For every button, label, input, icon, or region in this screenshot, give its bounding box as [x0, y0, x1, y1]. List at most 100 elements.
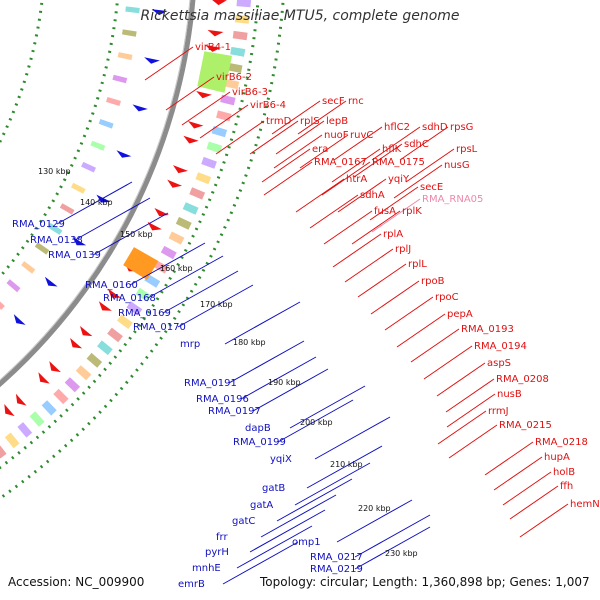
gene-forward-arrow: [38, 372, 50, 384]
leader-line-right: [215, 120, 265, 155]
gene-forward-arrow: [147, 221, 162, 231]
feature-box: [126, 301, 143, 316]
feature-box: [211, 126, 228, 138]
gene-label-left: RMA_0199: [233, 437, 286, 448]
gene-label-right: secE: [420, 182, 443, 193]
gene-label-right: RMA_RNA05: [422, 194, 483, 205]
gene-label-right: nusG: [444, 160, 470, 171]
leader-line-right: [445, 378, 495, 413]
feature-box: [59, 203, 75, 215]
feature-box: [97, 340, 113, 356]
leader-line-right: [519, 503, 569, 538]
leader-line-right: [396, 313, 446, 348]
gene-reverse-arrow: [44, 276, 58, 287]
leader-line-right: [448, 424, 498, 459]
gene-label-left: RMA_0217: [310, 552, 363, 563]
leader-line-right: [299, 134, 349, 169]
leader-line-left: [147, 255, 224, 299]
feature-box: [17, 422, 33, 438]
feature-box: [34, 242, 50, 255]
gene-label-right: RMA_0167: [314, 157, 367, 168]
feature-box: [29, 411, 45, 427]
gene-label-right: hflC2: [384, 122, 410, 133]
gene-label-right: aspS: [487, 358, 511, 369]
leader-line-left: [228, 340, 305, 384]
leader-line-left: [56, 181, 133, 225]
feature-box: [168, 231, 185, 245]
gene-forward-arrow: [4, 404, 15, 417]
feature-box: [206, 141, 223, 154]
leader-line-right: [273, 134, 323, 169]
gene-label-left: RMA_0139: [48, 250, 101, 261]
feature-box: [220, 94, 236, 106]
large-gene-box: [123, 247, 159, 280]
gene-label-left: RMA_0170: [133, 322, 186, 333]
gene-forward-arrow: [205, 45, 222, 52]
leader-line-right: [199, 104, 249, 139]
leader-line-right: [344, 248, 394, 283]
scale-label: 230 kbp: [385, 549, 418, 558]
scale-label: 160 kbp: [160, 264, 193, 273]
gene-forward-arrow: [173, 165, 188, 174]
accession-text: Accession: NC_009900: [8, 575, 145, 589]
gene-forward-arrow: [15, 393, 27, 406]
gene-label-right: rpsG: [450, 122, 473, 133]
scale-label: 190 kbp: [268, 378, 301, 387]
gene-label-right: hemN: [570, 499, 600, 510]
leader-line-left: [336, 499, 413, 543]
gene-label-left: pyrH: [205, 547, 229, 558]
gene-label-right: rplK: [402, 206, 422, 217]
gene-label-right: RMA_0193: [461, 324, 514, 335]
leader-line-right: [165, 76, 215, 111]
gene-forward-arrow: [70, 338, 83, 349]
feature-box: [230, 46, 246, 57]
gene-label-right: nuoF: [324, 130, 349, 141]
backbone-highlight: [0, 0, 191, 381]
leader-line-right: [410, 328, 460, 363]
gene-reverse-arrow: [144, 57, 160, 64]
feature-box: [4, 432, 20, 449]
leader-line-left: [306, 445, 383, 489]
topology-text: Topology: circular; Length: 1,360,898 bp…: [260, 575, 590, 589]
scale-label: 200 kbp: [300, 418, 333, 427]
feature-box: [64, 377, 81, 393]
feature-box: [232, 30, 248, 41]
feature-box: [75, 365, 92, 381]
leader-line-left: [224, 301, 301, 345]
feature-box: [41, 400, 57, 416]
gene-label-right: era: [312, 144, 328, 155]
leader-line-right: [144, 46, 194, 81]
gene-label-right: rplS: [300, 116, 320, 127]
feature-box: [90, 140, 106, 151]
gene-label-right: RMA_0218: [535, 437, 588, 448]
leader-line-left: [74, 197, 151, 241]
gene-label-left: RMA_0191: [184, 378, 237, 389]
leader-line-right: [399, 126, 449, 161]
feature-box: [224, 78, 240, 90]
gene-label-right: fusA: [374, 206, 396, 217]
gene-label-right: htrA: [346, 174, 367, 185]
feature-box: [182, 202, 199, 215]
gene-label-right: rplJ: [395, 244, 411, 255]
gene-label-right: RMA_0194: [474, 341, 527, 352]
gene-label-right: rplA: [383, 229, 403, 240]
leader-line-left: [252, 368, 329, 412]
gene-label-right: RMA_0215: [499, 420, 552, 431]
gene-label-right: sdhD: [422, 122, 448, 133]
feature-box: [106, 97, 121, 106]
leader-line-left: [222, 541, 299, 585]
feature-box: [81, 161, 96, 173]
gene-forward-arrow: [80, 326, 93, 337]
feature-box: [21, 261, 36, 274]
leader-line-right: [371, 198, 421, 233]
leader-line-left: [260, 494, 337, 538]
gene-label-left: gatB: [262, 483, 285, 494]
leader-line-right: [437, 410, 487, 445]
scale-label: 140 kbp: [80, 198, 113, 207]
leader-line-right: [333, 126, 383, 161]
leader-line-right: [436, 362, 486, 397]
leader-line-right: [423, 345, 473, 380]
gene-label-right: rpsL: [456, 144, 478, 155]
feature-box: [189, 187, 206, 200]
gene-label-right: rnc: [348, 96, 364, 107]
